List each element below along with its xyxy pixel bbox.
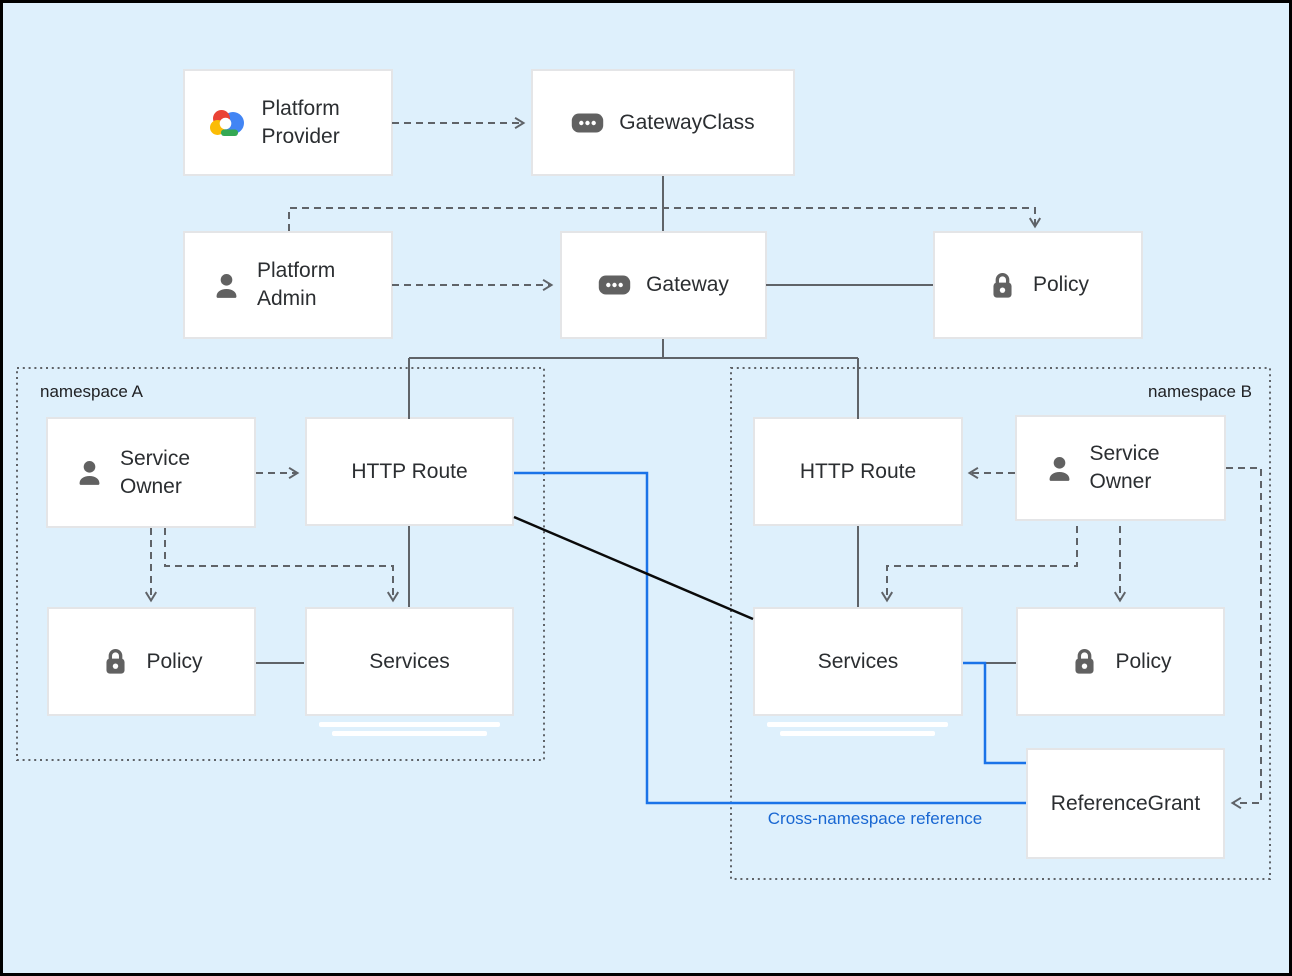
node-policy-a: Policy xyxy=(47,607,256,716)
connector-gateway-httproutes xyxy=(408,339,859,419)
node-services-b: Services xyxy=(753,607,963,716)
node-label: Policy xyxy=(1115,649,1172,673)
connector-admin-policy xyxy=(288,207,1042,231)
node-label: Platform Admin xyxy=(257,259,336,310)
cross-namespace-reference-label: Cross-namespace reference xyxy=(767,809,983,828)
resource-chip-icon xyxy=(598,275,631,295)
connector-httproute-a-services-b-black xyxy=(513,515,754,621)
lock-icon xyxy=(100,646,131,677)
node-policy-b: Policy xyxy=(1016,607,1225,716)
google-cloud-logo-icon xyxy=(207,106,247,139)
node-label: GatewayClass xyxy=(619,110,755,134)
node-service-owner-a: Service Owner xyxy=(46,417,256,528)
lock-icon xyxy=(1069,646,1100,677)
node-label: Policy xyxy=(146,649,203,673)
person-icon xyxy=(211,270,242,301)
person-icon xyxy=(74,457,105,488)
lock-icon xyxy=(987,270,1018,301)
resource-chip-icon xyxy=(571,112,604,133)
node-service-owner-b: Service Owner xyxy=(1015,415,1226,521)
services-a-stack-line xyxy=(319,722,500,727)
node-label: Service Owner xyxy=(120,446,191,498)
services-b-stack-line xyxy=(767,722,948,727)
namespace-b-label: namespace B xyxy=(1148,382,1252,401)
node-gateway-class: GatewayClass xyxy=(531,69,795,176)
namespace-a-label: namespace A xyxy=(40,382,144,401)
services-b-stack-line xyxy=(780,731,935,736)
connector-owner-a-services-a xyxy=(164,528,400,603)
node-services-a: Services xyxy=(305,607,514,716)
node-http-route-a: HTTP Route xyxy=(305,417,514,526)
node-gateway: Gateway xyxy=(560,231,767,339)
node-label: Policy xyxy=(1032,273,1090,297)
node-policy-main: Policy xyxy=(933,231,1143,339)
services-a-stack-line xyxy=(332,731,487,736)
node-label: Services xyxy=(817,649,899,673)
node-platform-admin: Platform Admin xyxy=(183,231,393,339)
node-label: Gateway xyxy=(646,273,729,297)
node-platform-provider: Platform Provider xyxy=(183,69,393,176)
node-label: HTTP Route xyxy=(799,459,917,483)
node-label: HTTP Route xyxy=(351,459,468,483)
connector-owner-b-referencegrant xyxy=(1226,467,1262,810)
person-icon xyxy=(1044,453,1075,484)
connector-owner-b-services-b xyxy=(880,526,1078,603)
node-reference-grant: ReferenceGrant xyxy=(1026,748,1225,859)
node-label: Platform Provider xyxy=(261,96,340,148)
node-label: Service Owner xyxy=(1089,442,1160,493)
node-label: Services xyxy=(369,649,450,673)
node-label: ReferenceGrant xyxy=(1050,791,1201,815)
node-http-route-b: HTTP Route xyxy=(753,417,963,526)
